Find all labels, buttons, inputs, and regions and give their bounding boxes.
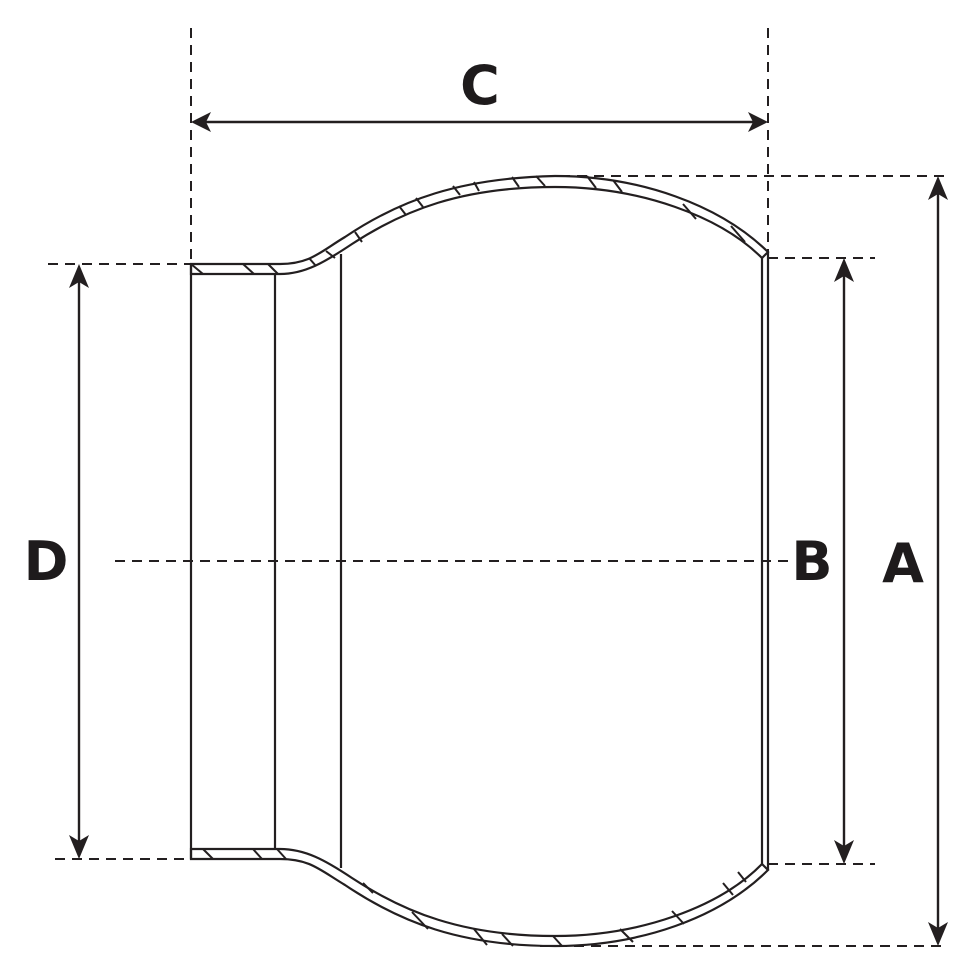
fitting-upper-wall (189, 174, 770, 276)
c-left-arrowhead-icon (191, 112, 211, 132)
fitting-interior-lines (189, 252, 770, 870)
b-bottom-arrowhead-icon (834, 840, 854, 864)
a-bottom-arrowhead-icon (928, 922, 948, 946)
lower-wall-hatching (202, 848, 747, 947)
d-top-arrowhead-icon (69, 264, 89, 288)
dimension-d: D (24, 264, 89, 859)
label-d: D (24, 530, 69, 593)
c-right-arrowhead-icon (748, 112, 768, 132)
label-c: C (460, 54, 500, 117)
d-bottom-arrowhead-icon (69, 835, 89, 859)
extension-lines (48, 28, 945, 947)
dimension-b: B (791, 258, 854, 864)
dimension-c: C (191, 54, 768, 132)
label-b: B (791, 530, 832, 593)
label-a: A (882, 532, 924, 595)
a-top-arrowhead-icon (928, 176, 948, 200)
b-top-arrowhead-icon (834, 258, 854, 282)
dimension-a: A (882, 176, 948, 946)
fitting-lower-wall (189, 847, 770, 948)
upper-wall-hatching (190, 175, 746, 275)
